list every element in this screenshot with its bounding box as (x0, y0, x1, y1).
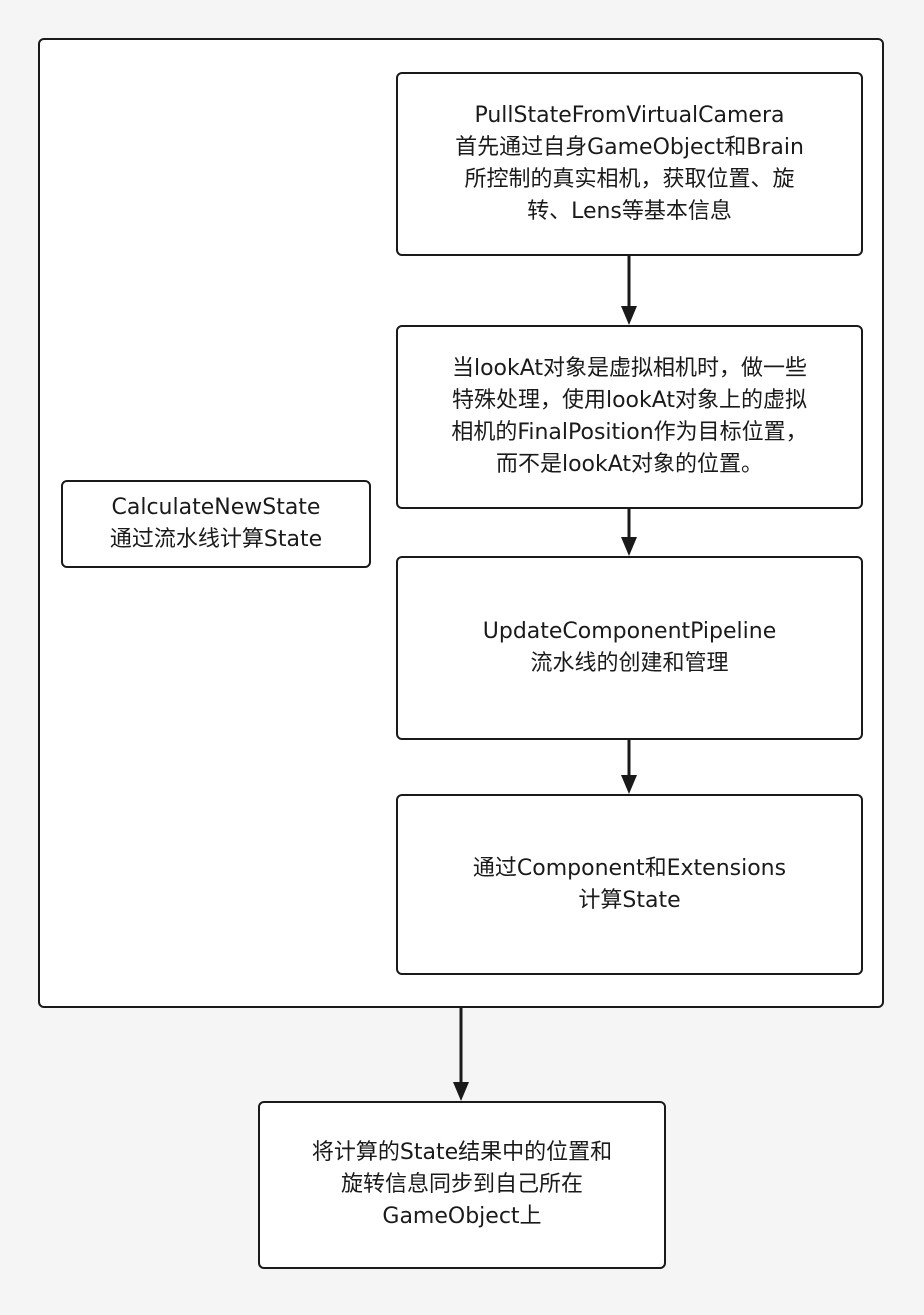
step-pull-state-text: PullStateFromVirtualCamera 首先通过自身GameObj… (455, 100, 804, 228)
label-line: CalculateNewState (111, 495, 321, 520)
step-line: 通过Component和Extensions (472, 855, 787, 881)
step-compute-state-box: 通过Component和Extensions 计算State (396, 794, 863, 975)
step-line: 计算State (578, 887, 681, 913)
step-line: 首先通过自身GameObject和Brain (455, 135, 804, 160)
step-sync-transform-box: 将计算的State结果中的位置和 旋转信息同步到自己所在 GameObject上 (258, 1101, 666, 1269)
step-lookat-handling-text: 当lookAt对象是虚拟相机时，做一些 特殊处理，使用lookAt对象上的虚拟 … (451, 353, 807, 481)
calculate-new-state-label: CalculateNewState 通过流水线计算State (110, 492, 322, 556)
arrow-group-to-sync (453, 1008, 469, 1101)
step-line: UpdateComponentPipeline (482, 619, 777, 644)
calculate-new-state-label-box: CalculateNewState 通过流水线计算State (61, 480, 371, 568)
step-line: 而不是lookAt对象的位置。 (495, 452, 764, 477)
step-sync-transform-text: 将计算的State结果中的位置和 旋转信息同步到自己所在 GameObject上 (312, 1137, 612, 1233)
step-compute-state-text: 通过Component和Extensions 计算State (473, 853, 786, 917)
step-line: 流水线的创建和管理 (530, 651, 729, 676)
step-pull-state-box: PullStateFromVirtualCamera 首先通过自身GameObj… (396, 72, 863, 256)
step-line: 相机的FinalPosition作为目标位置， (451, 420, 808, 445)
step-update-pipeline-box: UpdateComponentPipeline 流水线的创建和管理 (396, 556, 863, 740)
step-line: GameObject上 (382, 1204, 542, 1229)
label-line: 通过流水线计算State (109, 527, 323, 552)
step-line: 特殊处理，使用lookAt对象上的虚拟 (451, 388, 808, 413)
step-line: 转、Lens等基本信息 (527, 199, 732, 224)
step-line: 旋转信息同步到自己所在 (340, 1172, 583, 1197)
step-line: PullStateFromVirtualCamera (474, 103, 785, 128)
step-line: 将计算的State结果中的位置和 (311, 1140, 613, 1165)
step-line: 当lookAt对象是虚拟相机时，做一些 (451, 356, 808, 381)
step-update-pipeline-text: UpdateComponentPipeline 流水线的创建和管理 (483, 616, 777, 680)
step-lookat-handling-box: 当lookAt对象是虚拟相机时，做一些 特殊处理，使用lookAt对象上的虚拟 … (396, 325, 863, 509)
step-line: 所控制的真实相机，获取位置、旋 (464, 167, 795, 192)
